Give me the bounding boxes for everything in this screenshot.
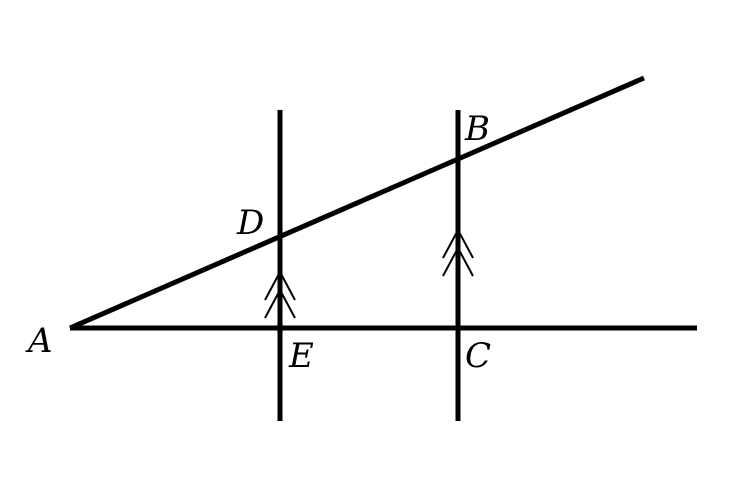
point-label-D: D — [236, 203, 264, 243]
parallel-arrow-icon-DE — [264, 269, 296, 319]
point-label-A: A — [25, 321, 53, 361]
point-label-C: C — [465, 336, 491, 376]
point-label-E: E — [288, 336, 314, 376]
parallel-arrow-icon-BC — [442, 227, 474, 277]
line-AB — [69, 75, 645, 331]
point-label-B: B — [464, 109, 490, 149]
